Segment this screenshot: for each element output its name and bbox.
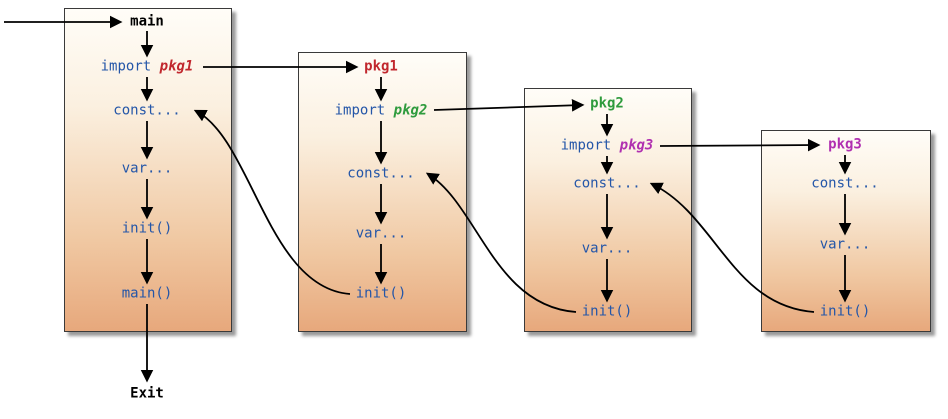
box-pkg1-import-line: import pkg2	[335, 103, 428, 118]
import-keyword: import	[560, 137, 612, 154]
pkg1-step-var: var...	[355, 225, 407, 242]
import-keyword: import	[100, 58, 152, 75]
main-step-mainfn: main()	[121, 285, 173, 302]
box-pkg2	[524, 88, 692, 332]
main-step-const: const...	[113, 102, 181, 119]
pkg3-step-const: const...	[811, 175, 879, 192]
main-step-init: init()	[121, 220, 173, 237]
pkg3-step-var: var...	[819, 236, 871, 253]
box-pkg3	[761, 130, 931, 332]
import-package-pkg3: pkg3	[619, 137, 654, 154]
box-pkg1-title: pkg1	[364, 58, 398, 75]
pkg2-step-init: init()	[581, 303, 633, 320]
import-package-pkg1: pkg1	[159, 58, 194, 75]
main-step-var: var...	[121, 160, 173, 177]
pkg2-step-const: const...	[573, 175, 641, 192]
pkg2-step-var: var...	[581, 240, 633, 257]
pkg1-step-init: init()	[355, 285, 407, 302]
exit-label: Exit	[130, 385, 164, 402]
import-package-pkg2: pkg2	[393, 102, 428, 119]
box-pkg2-import-line: import pkg3	[561, 138, 654, 153]
import-keyword: import	[334, 102, 386, 119]
box-main-import-line: import pkg1	[101, 59, 194, 74]
pkg1-step-const: const...	[347, 165, 415, 182]
box-pkg2-title: pkg2	[590, 95, 624, 112]
pkg3-step-init: init()	[819, 303, 871, 320]
box-pkg3-title: pkg3	[828, 136, 862, 153]
box-main-title: main	[130, 13, 164, 30]
